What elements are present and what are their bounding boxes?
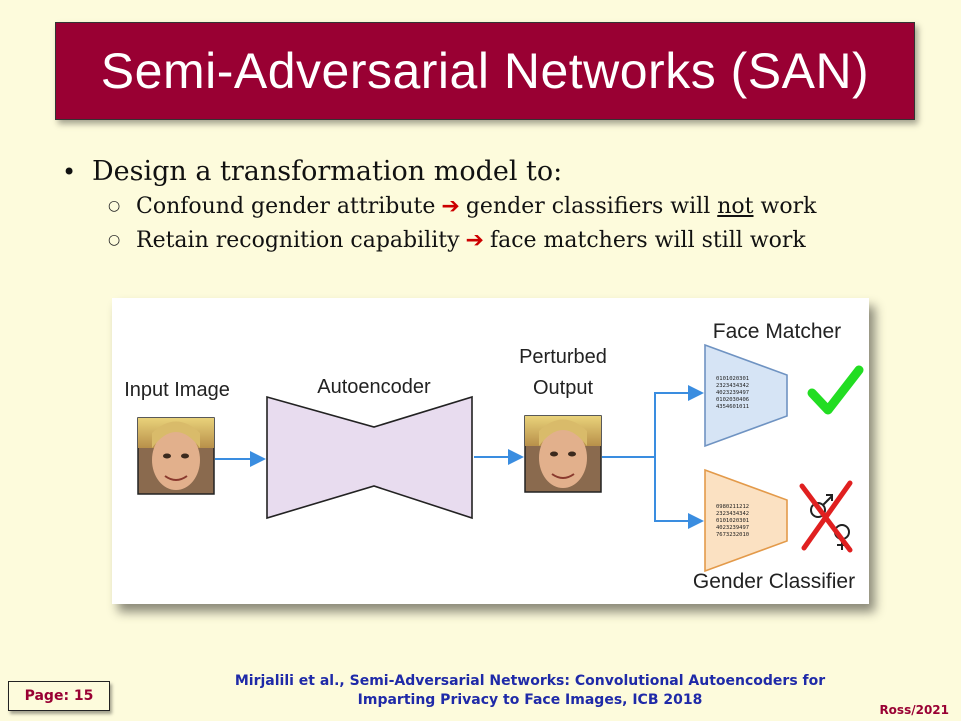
- bullet-marker: •: [62, 158, 77, 186]
- page-number: Page: 15: [24, 688, 94, 704]
- autoencoder-label: Autoencoder: [317, 376, 431, 398]
- title-bar: Semi-Adversarial Networks (SAN): [55, 22, 915, 120]
- san-diagram: Input Image Autoencoder Perturbed Output…: [112, 298, 869, 604]
- page-number-box: Page: 15: [8, 681, 110, 711]
- code-line: 7673232010: [716, 532, 749, 538]
- code-line: 4023239497: [716, 525, 749, 531]
- sub-bullet-marker: ○: [108, 198, 121, 214]
- face-matcher-shape: [704, 343, 788, 448]
- code-line: 0980211212: [716, 504, 749, 510]
- citation: Mirjalili et al., Semi-Adversarial Netwo…: [180, 672, 880, 710]
- red-arrow-icon: ➔: [441, 194, 460, 219]
- face-matcher-label: Face Matcher: [713, 320, 841, 343]
- slide-title: Semi-Adversarial Networks (SAN): [100, 43, 870, 99]
- code-line: 4354601011: [716, 404, 749, 410]
- input-image-label: Input Image: [124, 379, 230, 401]
- red-x-icon: [799, 480, 853, 553]
- code-line: 2323434342: [716, 511, 749, 517]
- matcher-code: 0101020301232343434240232394970102030406…: [716, 376, 749, 410]
- perturbed-label: Perturbed: [519, 346, 607, 368]
- code-line: 2323434342: [716, 383, 749, 389]
- main-bullet-text: Design a transformation model to:: [92, 156, 563, 187]
- sub-bullet-recognition: ○ Retain recognition capability ➔ face m…: [108, 225, 922, 259]
- sub-bullet-recognition-text: Retain recognition capability: [136, 228, 460, 253]
- code-line: 4023239497: [716, 390, 749, 396]
- citation-line-2: Imparting Privacy to Face Images, ICB 20…: [357, 692, 703, 708]
- gender-classifier-shape: [704, 468, 788, 573]
- citation-line-1: Mirjalili et al., Semi-Adversarial Netwo…: [234, 673, 826, 689]
- sub-bullet-list: ○ Confound gender attribute ➔ gender cla…: [108, 191, 922, 259]
- sub-bullet-gender-result: gender classifiers will not work: [465, 194, 817, 219]
- check-mark-icon: [807, 365, 864, 415]
- output-label: Output: [533, 377, 593, 399]
- sub-bullet-recognition-result: face matchers will still work: [489, 228, 806, 253]
- red-arrow-icon: ➔: [465, 228, 484, 253]
- input-face-icon: [137, 417, 215, 495]
- sub-bullet-gender-text: Confound gender attribute: [136, 194, 436, 219]
- output-face-icon: [524, 415, 602, 493]
- code-line: 0101020301: [716, 518, 749, 524]
- autoencoder-shape: [266, 395, 473, 520]
- author-credit: Ross/2021: [879, 703, 949, 717]
- main-bullet: • Design a transformation model to:: [62, 156, 922, 187]
- classifier-code: 0980211212232343434201010203014023239497…: [716, 504, 749, 538]
- sub-bullet-gender: ○ Confound gender attribute ➔ gender cla…: [108, 191, 922, 225]
- sub-bullet-marker: ○: [108, 232, 121, 248]
- code-line: 0101020301: [716, 376, 749, 382]
- underlined-not: not: [717, 194, 754, 219]
- bullet-list: • Design a transformation model to: ○ Co…: [62, 156, 922, 259]
- gender-classifier-label: Gender Classifier: [693, 570, 855, 593]
- code-line: 0102030406: [716, 397, 749, 403]
